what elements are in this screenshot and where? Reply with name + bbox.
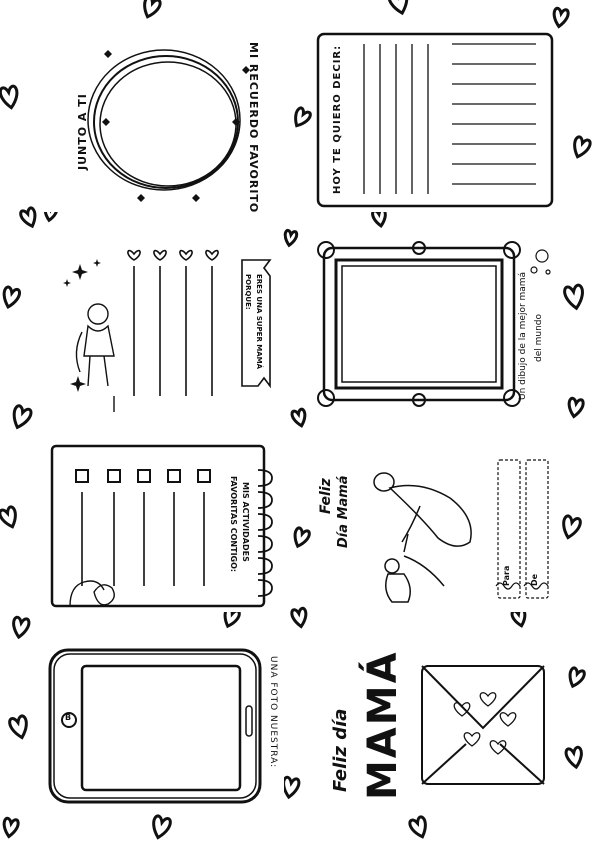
heart-icon (282, 775, 301, 800)
heart-icon (573, 135, 592, 159)
heart-icon (0, 505, 17, 529)
message-title: HOY TE QUIERO DECIR: (332, 44, 343, 194)
heart-icon (19, 206, 37, 229)
heart-icon (387, 0, 409, 16)
memory-subtitle: JUNTO A TI (76, 93, 89, 170)
panel-activities: MIS ACTIVIDADES FAVORITAS CONTIGO: (42, 436, 284, 612)
heart-icon (223, 606, 241, 629)
panel-message: HOY TE QUIERO DECIR: (312, 30, 556, 212)
heart-icon (567, 396, 585, 419)
heart-icon (294, 106, 312, 128)
heart-icon (564, 745, 583, 770)
best-mom-caption-line2: del mundo (534, 313, 544, 362)
heart-icon (371, 208, 387, 228)
panel-feliz-dia-card: Feliz Día Mamá Para De (312, 436, 556, 612)
to-label: Para (502, 565, 511, 586)
heart-icon (8, 714, 28, 740)
message-note-drawing (316, 32, 554, 208)
heart-icon (2, 816, 20, 839)
heart-icon (408, 815, 427, 839)
panel-super-mom: ERES UNA SUPER MAMÁ PORQUE: (42, 236, 284, 412)
activities-title-line1: MIS ACTIVIDADES (241, 482, 250, 562)
from-label: De (530, 573, 539, 586)
activities-title-line2: FAVORITAS CONTIGO: (229, 476, 238, 573)
panel-best-mom-drawing: Un dibujo de la mejor mamá del mundo (312, 236, 556, 412)
home-button-label: B (65, 713, 72, 722)
super-mom-drawing (63, 249, 272, 412)
heart-icon (12, 404, 33, 430)
heart-icon (143, 0, 162, 19)
feliz-word: Feliz (318, 478, 334, 514)
heart-icon (290, 606, 308, 629)
heart-icon (12, 615, 31, 640)
best-mom-caption-line1: Un dibujo de la mejor mamá (518, 271, 528, 400)
cover-mama: MAMÁ (360, 650, 406, 800)
photo-title: UNA FOTO NUESTRA: (268, 656, 278, 769)
panel-favorite-memory: MI RECUERDO FAVORITO JUNTO A TI (42, 30, 284, 212)
heart-icon (152, 814, 172, 840)
heart-icon (0, 84, 19, 110)
super-mom-banner: ERES UNA SUPER MAMÁ PORQUE: (244, 274, 263, 370)
memory-title: MI RECUERDO FAVORITO (247, 42, 260, 212)
memory-frame-drawing (87, 49, 250, 202)
notebook-checklist-drawing (50, 444, 273, 608)
panel-cover: Feliz día MAMÁ (312, 636, 556, 812)
heart-icon (290, 407, 307, 428)
heart-icon (293, 526, 311, 549)
mom-and-child-drawing (373, 459, 549, 603)
heart-icon (562, 514, 582, 540)
heart-icon (568, 666, 586, 689)
heart-icon (510, 607, 527, 628)
heart-icon (563, 283, 584, 311)
love-envelope-drawing (421, 665, 545, 785)
heart-icon (2, 285, 22, 310)
cover-feliz-dia: Feliz día (330, 708, 351, 792)
heart-icon (552, 6, 570, 29)
ornate-frame-drawing (317, 241, 551, 407)
tablet-frame-drawing (48, 648, 262, 804)
heart-icon (283, 229, 299, 248)
panel-photo: B UNA FOTO NUESTRA: (42, 636, 284, 812)
dia-mama-words: Día Mamá (336, 475, 351, 548)
